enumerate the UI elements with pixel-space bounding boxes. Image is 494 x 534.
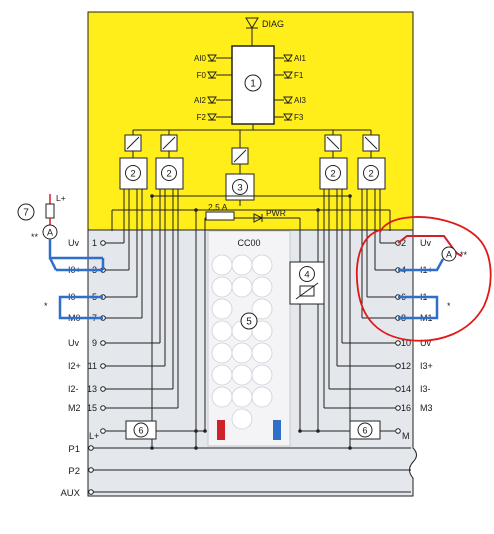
- external-fuse-icon: [45, 203, 55, 219]
- callout-4-label: 4: [304, 270, 309, 281]
- led-ai2-label: AI2: [194, 96, 207, 105]
- bus-aux-terminal: [88, 489, 94, 495]
- single-star-left: *: [44, 301, 48, 311]
- pwr-led-icon: [253, 213, 264, 223]
- led-f0-icon: [207, 71, 217, 79]
- terminal-sig: Uv: [68, 338, 79, 348]
- blue-marker: [273, 420, 281, 440]
- fuse-label: 2,5 A: [208, 202, 228, 212]
- single-star-right: *: [447, 301, 451, 311]
- bottom-right-label: M: [402, 431, 410, 441]
- terminal-sig: I2+: [68, 361, 81, 371]
- terminal-num: 1: [92, 238, 97, 248]
- terminal-right-14: 14 I3-: [395, 384, 431, 394]
- terminal-left-13: 13 I2-: [68, 384, 106, 394]
- red-annotation-circle: [355, 216, 492, 342]
- bus-label-p2: P2: [68, 466, 80, 477]
- double-star-right: **: [460, 250, 468, 260]
- bottom-left-label: L+: [89, 431, 99, 441]
- terminal-sig: M2: [68, 403, 81, 413]
- led-f3-icon: [283, 113, 293, 121]
- terminal-num: 13: [87, 384, 97, 394]
- led-f3-label: F3: [294, 113, 304, 122]
- supply-label: L+: [56, 193, 66, 203]
- led-ai0-label: AI0: [194, 54, 207, 63]
- thermistor-icon: [295, 282, 319, 300]
- diag-label: DIAG: [262, 19, 284, 29]
- lplus-terminal: [100, 428, 106, 434]
- ammeter-symbol-right: A: [446, 250, 452, 260]
- bus-p2-terminal: [88, 467, 94, 473]
- ammeter-symbol: A: [47, 228, 53, 238]
- terminal-sig: I2-: [68, 384, 79, 394]
- led-ai1-label: AI1: [294, 54, 307, 63]
- led-ai3-icon: [283, 96, 293, 104]
- terminal-left-15: 15 M2: [68, 403, 106, 413]
- callout-5: [240, 312, 258, 330]
- led-f1-icon: [283, 71, 293, 79]
- callout-7-label: 7: [23, 208, 29, 219]
- terminal-left-11: 11 I2+: [68, 361, 106, 371]
- led-ai0-icon: [207, 54, 217, 62]
- callout-6-label: 6: [362, 426, 367, 436]
- led-ai3-label: AI3: [294, 96, 307, 105]
- callout-3-label: 3: [237, 183, 242, 194]
- terminal-num: 11: [88, 361, 97, 371]
- callout-7: [17, 203, 35, 221]
- channel-blocks: 2 2 2 2: [119, 157, 386, 190]
- led-f1-label: F1: [294, 71, 304, 80]
- terminal-sig: Uv: [420, 338, 431, 348]
- callout-2-label: 2: [130, 169, 135, 180]
- terminal-sig: I3-: [420, 384, 431, 394]
- terminal-num: 2: [401, 238, 406, 248]
- callout-2-label: 2: [166, 169, 171, 180]
- terminal-num: 10: [401, 338, 411, 348]
- terminal-sig: Uv: [68, 238, 79, 248]
- isolator-group: [124, 134, 380, 165]
- module-code: CC00: [237, 238, 260, 248]
- led-ai2-icon: [207, 96, 217, 104]
- terminal-num: 9: [92, 338, 97, 348]
- bus-label-aux: AUX: [60, 488, 80, 499]
- terminal-left-9: 9 Uv: [68, 338, 106, 348]
- pwr-label: PWR: [266, 208, 286, 218]
- bus-p1-terminal: [88, 445, 94, 451]
- jumper-left: [58, 295, 103, 320]
- callout-1: [244, 74, 262, 92]
- callout-2-label: 2: [330, 169, 335, 180]
- terminal-slots: [211, 254, 273, 430]
- led-group: AI0 F0 AI2 F2 AI1 F1 AI3 F3: [194, 54, 307, 122]
- led-f0-label: F0: [197, 71, 207, 80]
- terminal-num: 12: [401, 361, 411, 371]
- terminal-right-10: 10 Uv: [395, 338, 431, 348]
- terminal-sig: Uv: [420, 238, 431, 248]
- callout-5-label: 5: [246, 317, 252, 328]
- terminal-sig: M3: [420, 403, 433, 413]
- callout-6-label: 6: [138, 426, 143, 436]
- terminal-sig: I3+: [420, 361, 433, 371]
- callout-1-label: 1: [250, 79, 256, 90]
- terminal-left-1: 1 Uv: [68, 238, 106, 248]
- red-marker: [217, 420, 225, 440]
- terminal-num: 14: [401, 384, 411, 394]
- channel-block: [357, 157, 386, 190]
- jumper-right: [398, 295, 439, 320]
- led-f2-label: F2: [197, 113, 207, 122]
- terminal-num: 16: [401, 403, 411, 413]
- fuse-icon: [205, 211, 235, 221]
- terminal-num: 15: [87, 403, 97, 413]
- m-terminal: [395, 428, 401, 434]
- callout-2-label: 2: [368, 169, 373, 180]
- led-ai1-icon: [283, 54, 293, 62]
- ammeter-right: [441, 246, 457, 262]
- led-f2-icon: [207, 113, 217, 121]
- bus-label-p1: P1: [68, 444, 80, 455]
- diag-led-icon: [245, 17, 259, 46]
- terminal-right-16: 16 M3: [395, 403, 433, 413]
- terminal-right-12: 12 I3+: [395, 361, 433, 371]
- double-star-left: **: [31, 232, 39, 242]
